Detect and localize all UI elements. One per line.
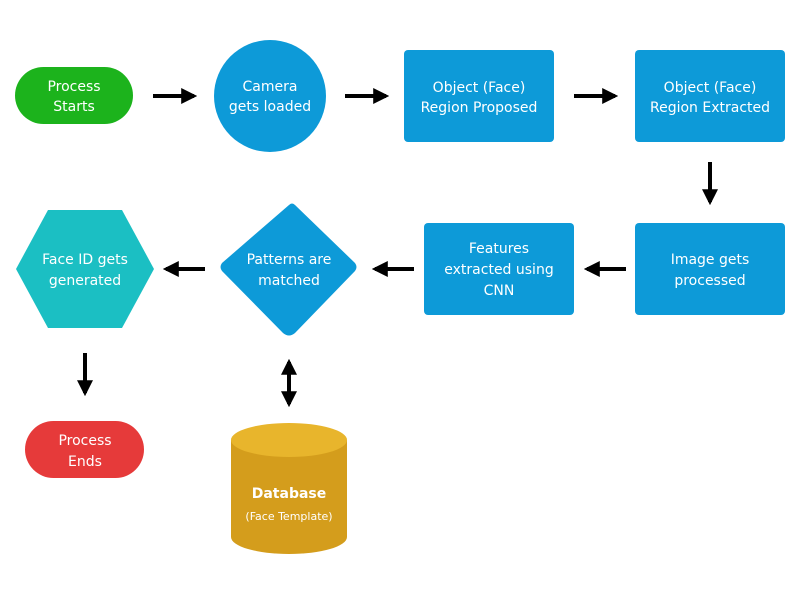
features-label-line3: CNN xyxy=(484,283,515,299)
process-starts-label-line2: Starts xyxy=(53,99,95,115)
process-starts-label-line1: Process xyxy=(47,79,100,95)
process-ends-node: Process Ends xyxy=(25,421,144,478)
database-label-line2: (Face Template) xyxy=(245,510,332,523)
region-proposed-label-line1: Object (Face) xyxy=(433,80,526,96)
patterns-label-line1: Patterns are xyxy=(247,252,332,268)
face-id-label-line1: Face ID gets xyxy=(42,252,128,268)
camera-label-line2: gets loaded xyxy=(229,99,311,115)
region-extracted-label-line2: Region Extracted xyxy=(650,100,770,116)
features-label-line2: extracted using xyxy=(444,262,553,278)
region-extracted-label-line1: Object (Face) xyxy=(664,80,757,96)
patterns-shape xyxy=(220,203,357,336)
database-body xyxy=(231,440,347,554)
database-top xyxy=(231,423,347,457)
image-processed-shape xyxy=(635,223,785,315)
camera-shape xyxy=(214,40,326,152)
region-extracted-shape xyxy=(635,50,785,142)
process-starts-shape xyxy=(15,67,133,124)
camera-node: Camera gets loaded xyxy=(214,40,326,152)
region-proposed-label-line2: Region Proposed xyxy=(421,100,538,116)
features-shape xyxy=(424,223,574,315)
database-node: Database (Face Template) xyxy=(231,423,347,554)
process-ends-label-line1: Process xyxy=(58,433,111,449)
database-label-line1: Database xyxy=(252,486,327,502)
image-processed-node: Image gets processed xyxy=(635,223,785,315)
features-node: Features extracted using CNN xyxy=(424,223,574,315)
face-id-node: Face ID gets generated xyxy=(16,210,154,328)
process-ends-label-line2: Ends xyxy=(68,454,102,470)
image-processed-label-line1: Image gets xyxy=(671,252,750,268)
region-proposed-shape xyxy=(404,50,554,142)
patterns-label-line2: matched xyxy=(258,273,320,289)
face-id-shape xyxy=(16,210,154,328)
region-proposed-node: Object (Face) Region Proposed xyxy=(404,50,554,142)
camera-label-line1: Camera xyxy=(243,79,298,95)
face-id-label-line2: generated xyxy=(49,273,121,289)
patterns-node: Patterns are matched xyxy=(220,203,357,336)
process-ends-shape xyxy=(25,421,144,478)
process-starts-node: Process Starts xyxy=(15,67,133,124)
region-extracted-node: Object (Face) Region Extracted xyxy=(635,50,785,142)
image-processed-label-line2: processed xyxy=(674,273,745,289)
features-label-line1: Features xyxy=(469,241,529,257)
